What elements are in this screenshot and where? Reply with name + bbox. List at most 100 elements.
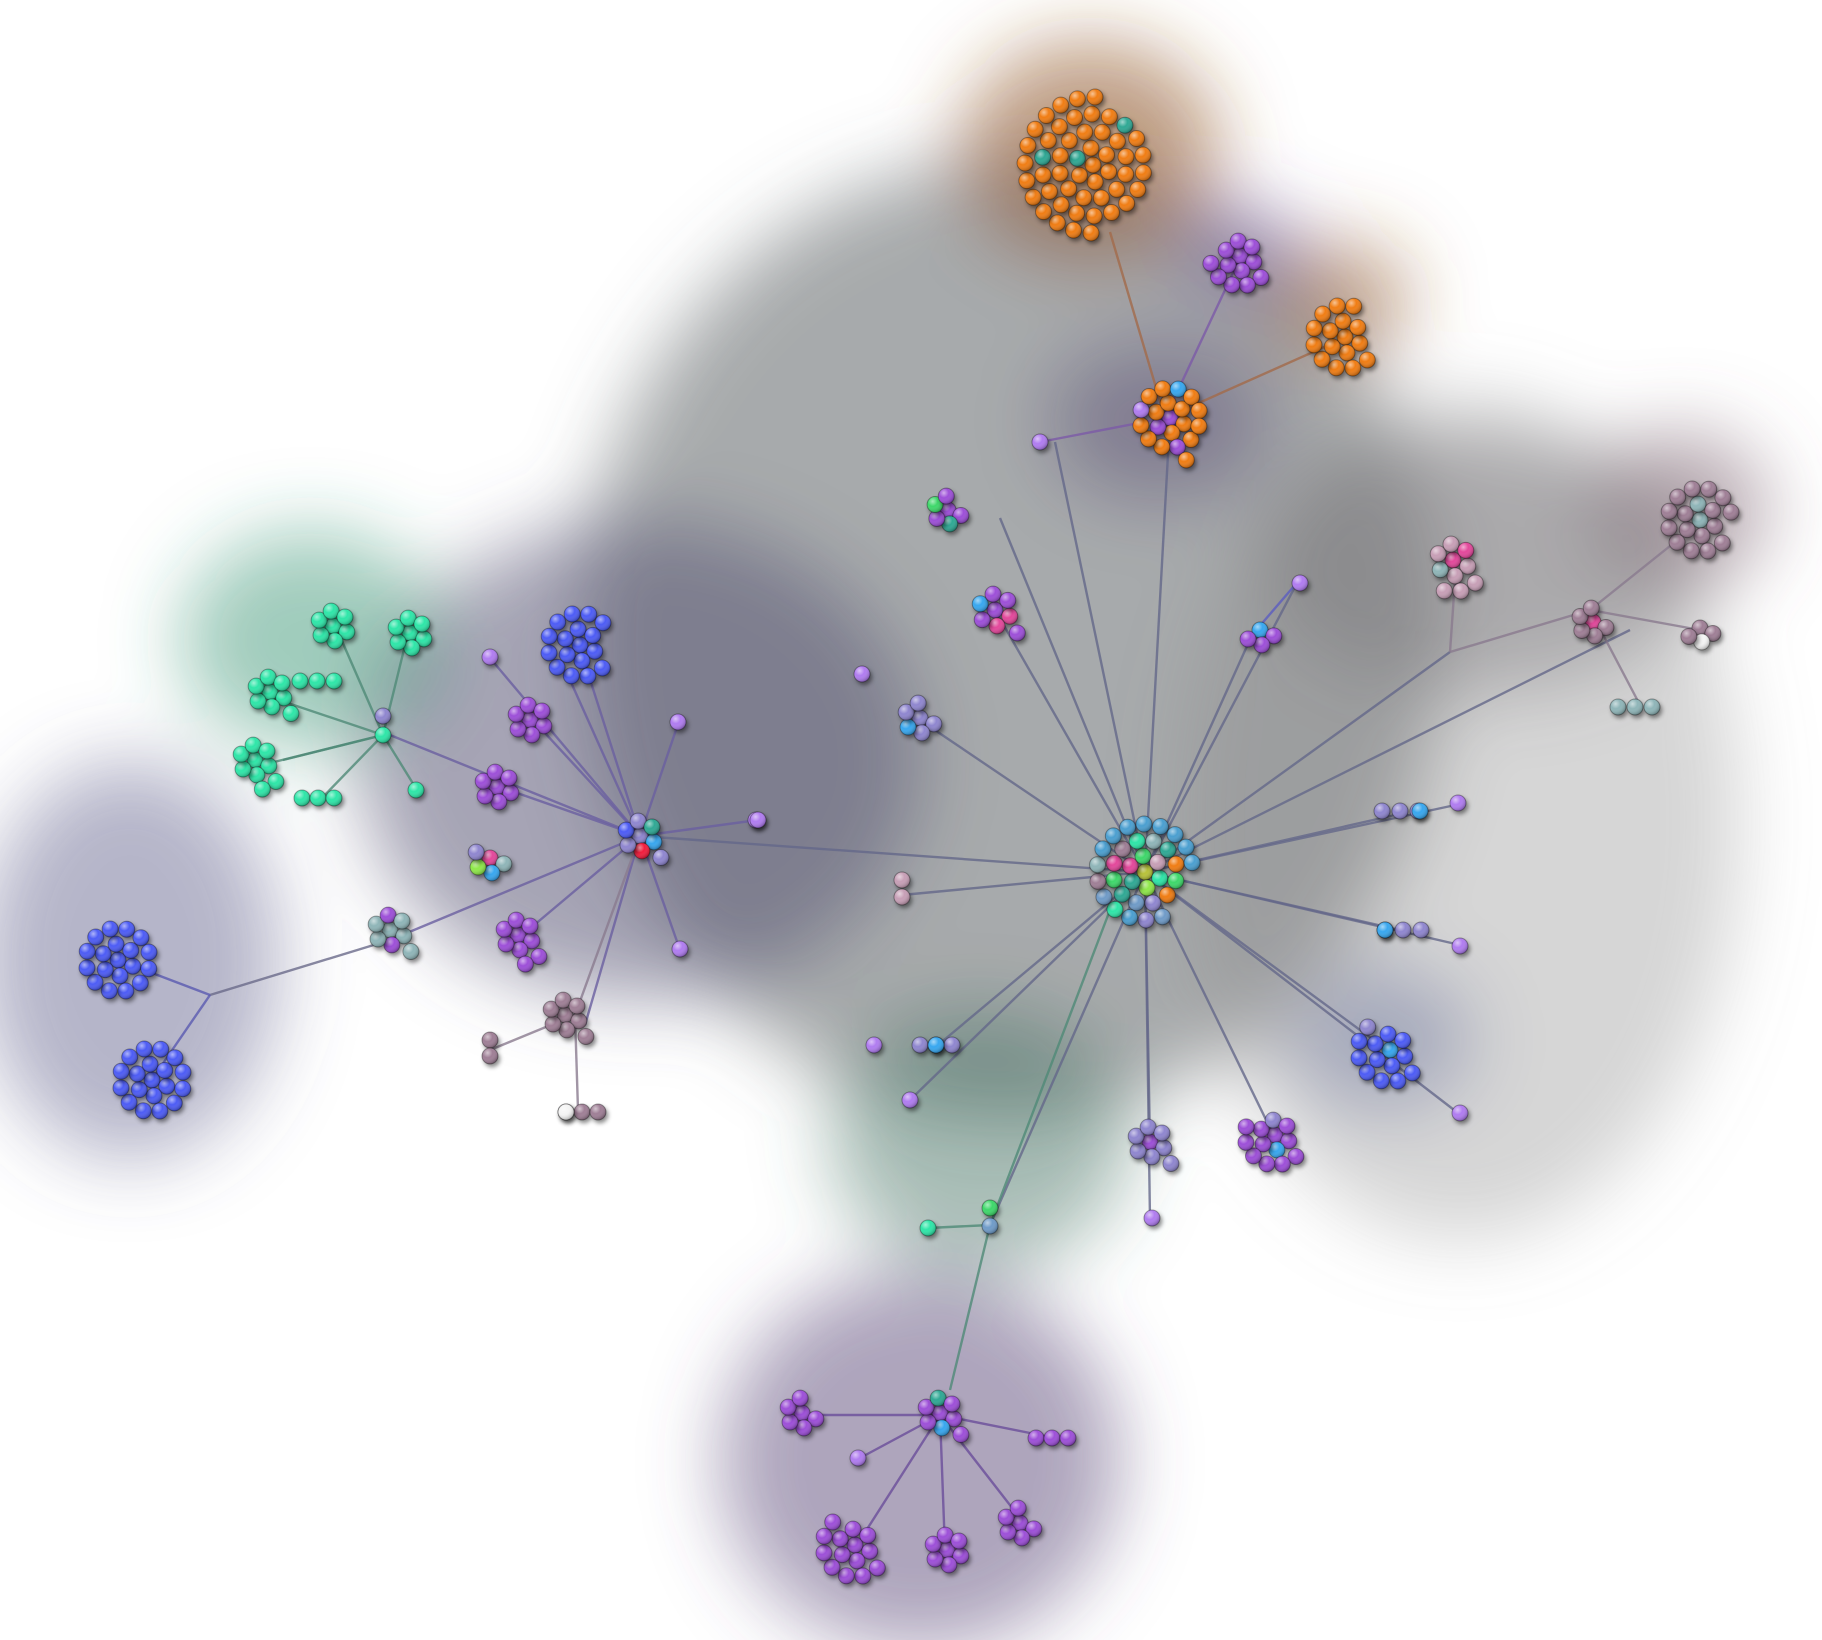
graph-node <box>1019 136 1037 154</box>
graph-node <box>1082 224 1100 242</box>
graph-node <box>848 1552 866 1570</box>
graph-node <box>387 618 405 636</box>
graph-node <box>1108 132 1126 150</box>
graph-node <box>1403 1064 1421 1082</box>
node-highlight <box>558 1104 574 1120</box>
graph-node <box>1089 856 1107 874</box>
graph-node <box>1345 297 1363 315</box>
graph-node <box>1680 627 1698 645</box>
node-highlight <box>79 943 96 960</box>
node-highlight <box>1032 434 1048 450</box>
node-highlight <box>258 742 275 759</box>
node-highlight <box>1001 608 1018 625</box>
graph-node <box>1159 394 1177 412</box>
graph-node <box>497 935 515 953</box>
node-highlight <box>338 623 355 640</box>
graph-node <box>258 742 276 760</box>
node-highlight <box>1018 172 1035 189</box>
node-highlight <box>1322 322 1339 339</box>
graph-node <box>1278 1117 1296 1135</box>
node-highlight <box>482 1048 498 1064</box>
graph-node <box>374 726 392 744</box>
node-highlight <box>1167 826 1184 843</box>
node-highlight <box>845 1521 862 1538</box>
node-highlight <box>1240 631 1257 648</box>
graph-node <box>1366 1035 1384 1053</box>
graph-node <box>495 855 513 873</box>
graph-node <box>1119 818 1137 836</box>
graph-node <box>1350 1049 1368 1067</box>
graph-node <box>997 1508 1015 1526</box>
graph-node <box>1327 359 1345 377</box>
graph-node <box>1068 149 1086 167</box>
graph-node <box>909 694 927 712</box>
graph-node <box>379 906 397 924</box>
graph-node <box>1034 148 1052 166</box>
graph-node <box>1027 1429 1045 1447</box>
node-highlight <box>482 850 498 866</box>
node-highlight <box>652 849 669 866</box>
graph-node <box>950 1532 968 1550</box>
graph-node <box>156 1061 174 1079</box>
node-highlight <box>247 752 263 768</box>
graph-node <box>86 973 104 991</box>
node-highlight <box>325 618 341 634</box>
graph-node <box>1217 241 1235 259</box>
graph-node <box>1313 350 1331 368</box>
node-highlight <box>1394 1032 1411 1049</box>
node-highlight <box>1292 575 1308 591</box>
graph-node <box>140 943 158 961</box>
node-highlight <box>928 1037 944 1053</box>
node-highlight <box>939 1542 955 1558</box>
node-highlight <box>579 668 596 685</box>
node-highlight <box>1274 1156 1291 1173</box>
graph-node <box>413 615 431 633</box>
node-highlight <box>570 621 587 638</box>
node-highlight <box>233 746 250 763</box>
graph-node <box>78 959 96 977</box>
graph-node <box>1305 336 1323 354</box>
graph-node <box>617 821 635 839</box>
node-highlight <box>495 855 512 872</box>
graph-node <box>367 915 385 933</box>
graph-node <box>1258 1155 1276 1173</box>
node-highlight <box>523 932 540 949</box>
node-highlight <box>1238 1118 1255 1135</box>
node-highlight <box>866 1037 882 1053</box>
graph-node <box>1114 840 1132 858</box>
node-highlight <box>1012 1515 1028 1531</box>
graph-node <box>807 1410 825 1428</box>
node-highlight <box>118 921 135 938</box>
node-highlight <box>521 917 538 934</box>
node-highlight <box>87 929 104 946</box>
node-highlight <box>1066 109 1083 126</box>
graph-node <box>1059 1429 1077 1447</box>
node-highlight <box>1041 183 1058 200</box>
graph-node <box>481 1047 499 1065</box>
graph-node <box>1358 1063 1376 1081</box>
node-highlight <box>1040 132 1057 149</box>
graph-edge <box>319 734 384 801</box>
graph-node <box>899 718 917 736</box>
node-highlight <box>1255 1136 1272 1153</box>
graph-node <box>112 1062 130 1080</box>
node-highlight <box>1202 255 1219 272</box>
graph-node <box>1095 888 1113 906</box>
graph-node <box>1183 388 1201 406</box>
graph-node <box>324 617 342 635</box>
node-highlight <box>950 1532 967 1549</box>
node-highlight <box>1052 165 1069 182</box>
graph-node <box>1237 1133 1255 1151</box>
graph-edge <box>638 723 680 837</box>
graph-node <box>1394 1031 1412 1049</box>
node-highlight <box>1154 908 1171 925</box>
node-highlight <box>568 997 585 1014</box>
graph-node <box>1084 156 1102 174</box>
graph-node <box>516 955 534 973</box>
graph-node <box>1251 621 1269 639</box>
graph-node <box>1016 154 1034 172</box>
node-highlight <box>952 1426 969 1443</box>
graph-node <box>310 611 328 629</box>
graph-node <box>1121 857 1139 875</box>
node-highlight <box>113 1063 130 1080</box>
